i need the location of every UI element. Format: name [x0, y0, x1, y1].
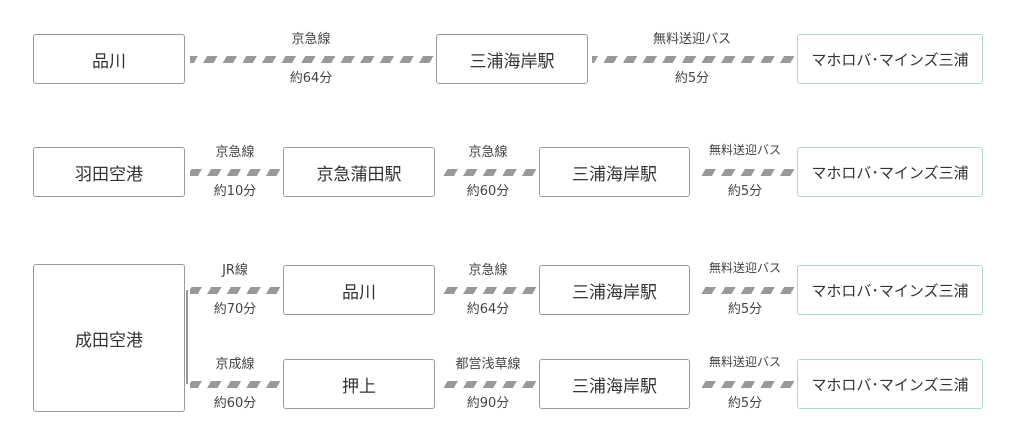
- line-label: 京急線: [468, 263, 508, 278]
- rail-line: [190, 56, 434, 63]
- destination-mahoroba: マホロバ･マインズ三浦: [797, 147, 983, 197]
- line-label: 京急線: [468, 145, 508, 160]
- line-label: 無料送迎バス: [708, 261, 782, 275]
- destination-mahoroba: マホロバ･マインズ三浦: [797, 265, 983, 315]
- station-miurakaigan: 三浦海岸駅: [539, 147, 690, 197]
- time-label: 約10分: [213, 184, 257, 199]
- line-label: 無料送迎バス: [652, 32, 732, 47]
- station-oshiage: 押上: [283, 359, 435, 409]
- station-miurakaigan: 三浦海岸駅: [539, 265, 690, 315]
- time-label: 約64分: [289, 71, 333, 86]
- station-miurakaigan: 三浦海岸駅: [436, 34, 588, 84]
- rail-line: [440, 381, 537, 388]
- line-label: 京急線: [215, 145, 255, 160]
- time-label: 約90分: [466, 396, 510, 411]
- time-label: 約5分: [727, 396, 763, 411]
- bus-line: [696, 381, 795, 388]
- station-shinagawa: 品川: [283, 265, 435, 315]
- rail-line: [190, 287, 281, 294]
- time-label: 約5分: [674, 71, 710, 86]
- branch-connector: [186, 290, 188, 384]
- station-narita: 成田空港: [33, 264, 185, 412]
- destination-mahoroba: マホロバ･マインズ三浦: [797, 359, 983, 409]
- line-label: 無料送迎バス: [708, 355, 782, 369]
- time-label: 約70分: [213, 302, 257, 317]
- line-label: 無料送迎バス: [708, 143, 782, 157]
- line-label: 京急線: [291, 32, 331, 47]
- time-label: 約5分: [727, 184, 763, 199]
- bus-line: [696, 169, 795, 176]
- time-label: 約60分: [466, 184, 510, 199]
- station-shinagawa: 品川: [33, 34, 185, 84]
- station-keikyukamata: 京急蒲田駅: [283, 147, 435, 197]
- line-label: JR線: [222, 263, 248, 278]
- rail-line: [190, 381, 281, 388]
- bus-line: [592, 56, 795, 63]
- line-label: 都営浅草線: [455, 357, 521, 372]
- station-miurakaigan: 三浦海岸駅: [539, 359, 690, 409]
- station-haneda: 羽田空港: [33, 147, 185, 197]
- time-label: 約5分: [727, 302, 763, 317]
- rail-line: [190, 169, 281, 176]
- line-label: 京成線: [215, 357, 255, 372]
- bus-line: [696, 287, 795, 294]
- rail-line: [440, 287, 537, 294]
- rail-line: [440, 169, 537, 176]
- time-label: 約60分: [213, 396, 257, 411]
- destination-mahoroba: マホロバ･マインズ三浦: [797, 34, 983, 84]
- time-label: 約64分: [466, 302, 510, 317]
